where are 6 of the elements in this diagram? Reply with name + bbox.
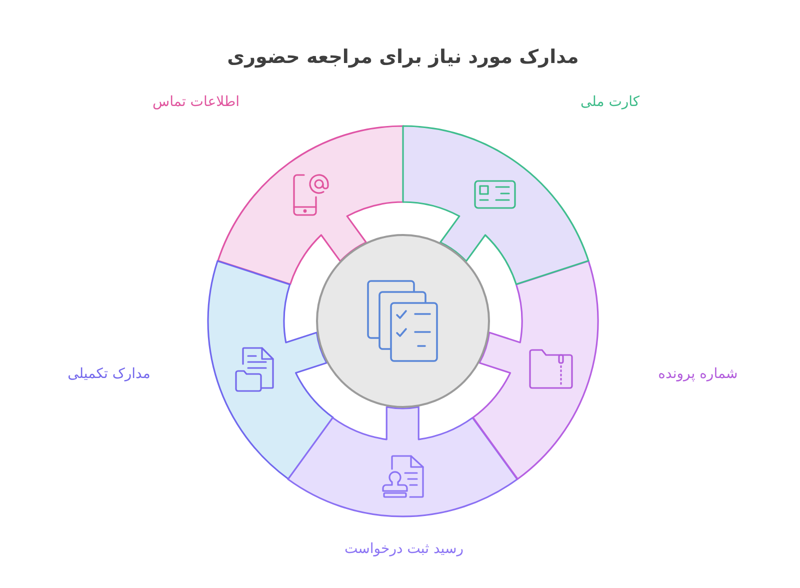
segment-label: اطلاعات تماس xyxy=(152,93,240,111)
diagram-title: مدارک مورد نیاز برای مراجعه حضوری xyxy=(227,45,579,69)
segment-label: رسید ثبت درخواست xyxy=(344,540,464,558)
segment-label: مدارک تکمیلی xyxy=(68,364,150,383)
segment-label: کارت ملی xyxy=(580,93,640,111)
segment-label: شماره پرونده xyxy=(658,364,738,383)
